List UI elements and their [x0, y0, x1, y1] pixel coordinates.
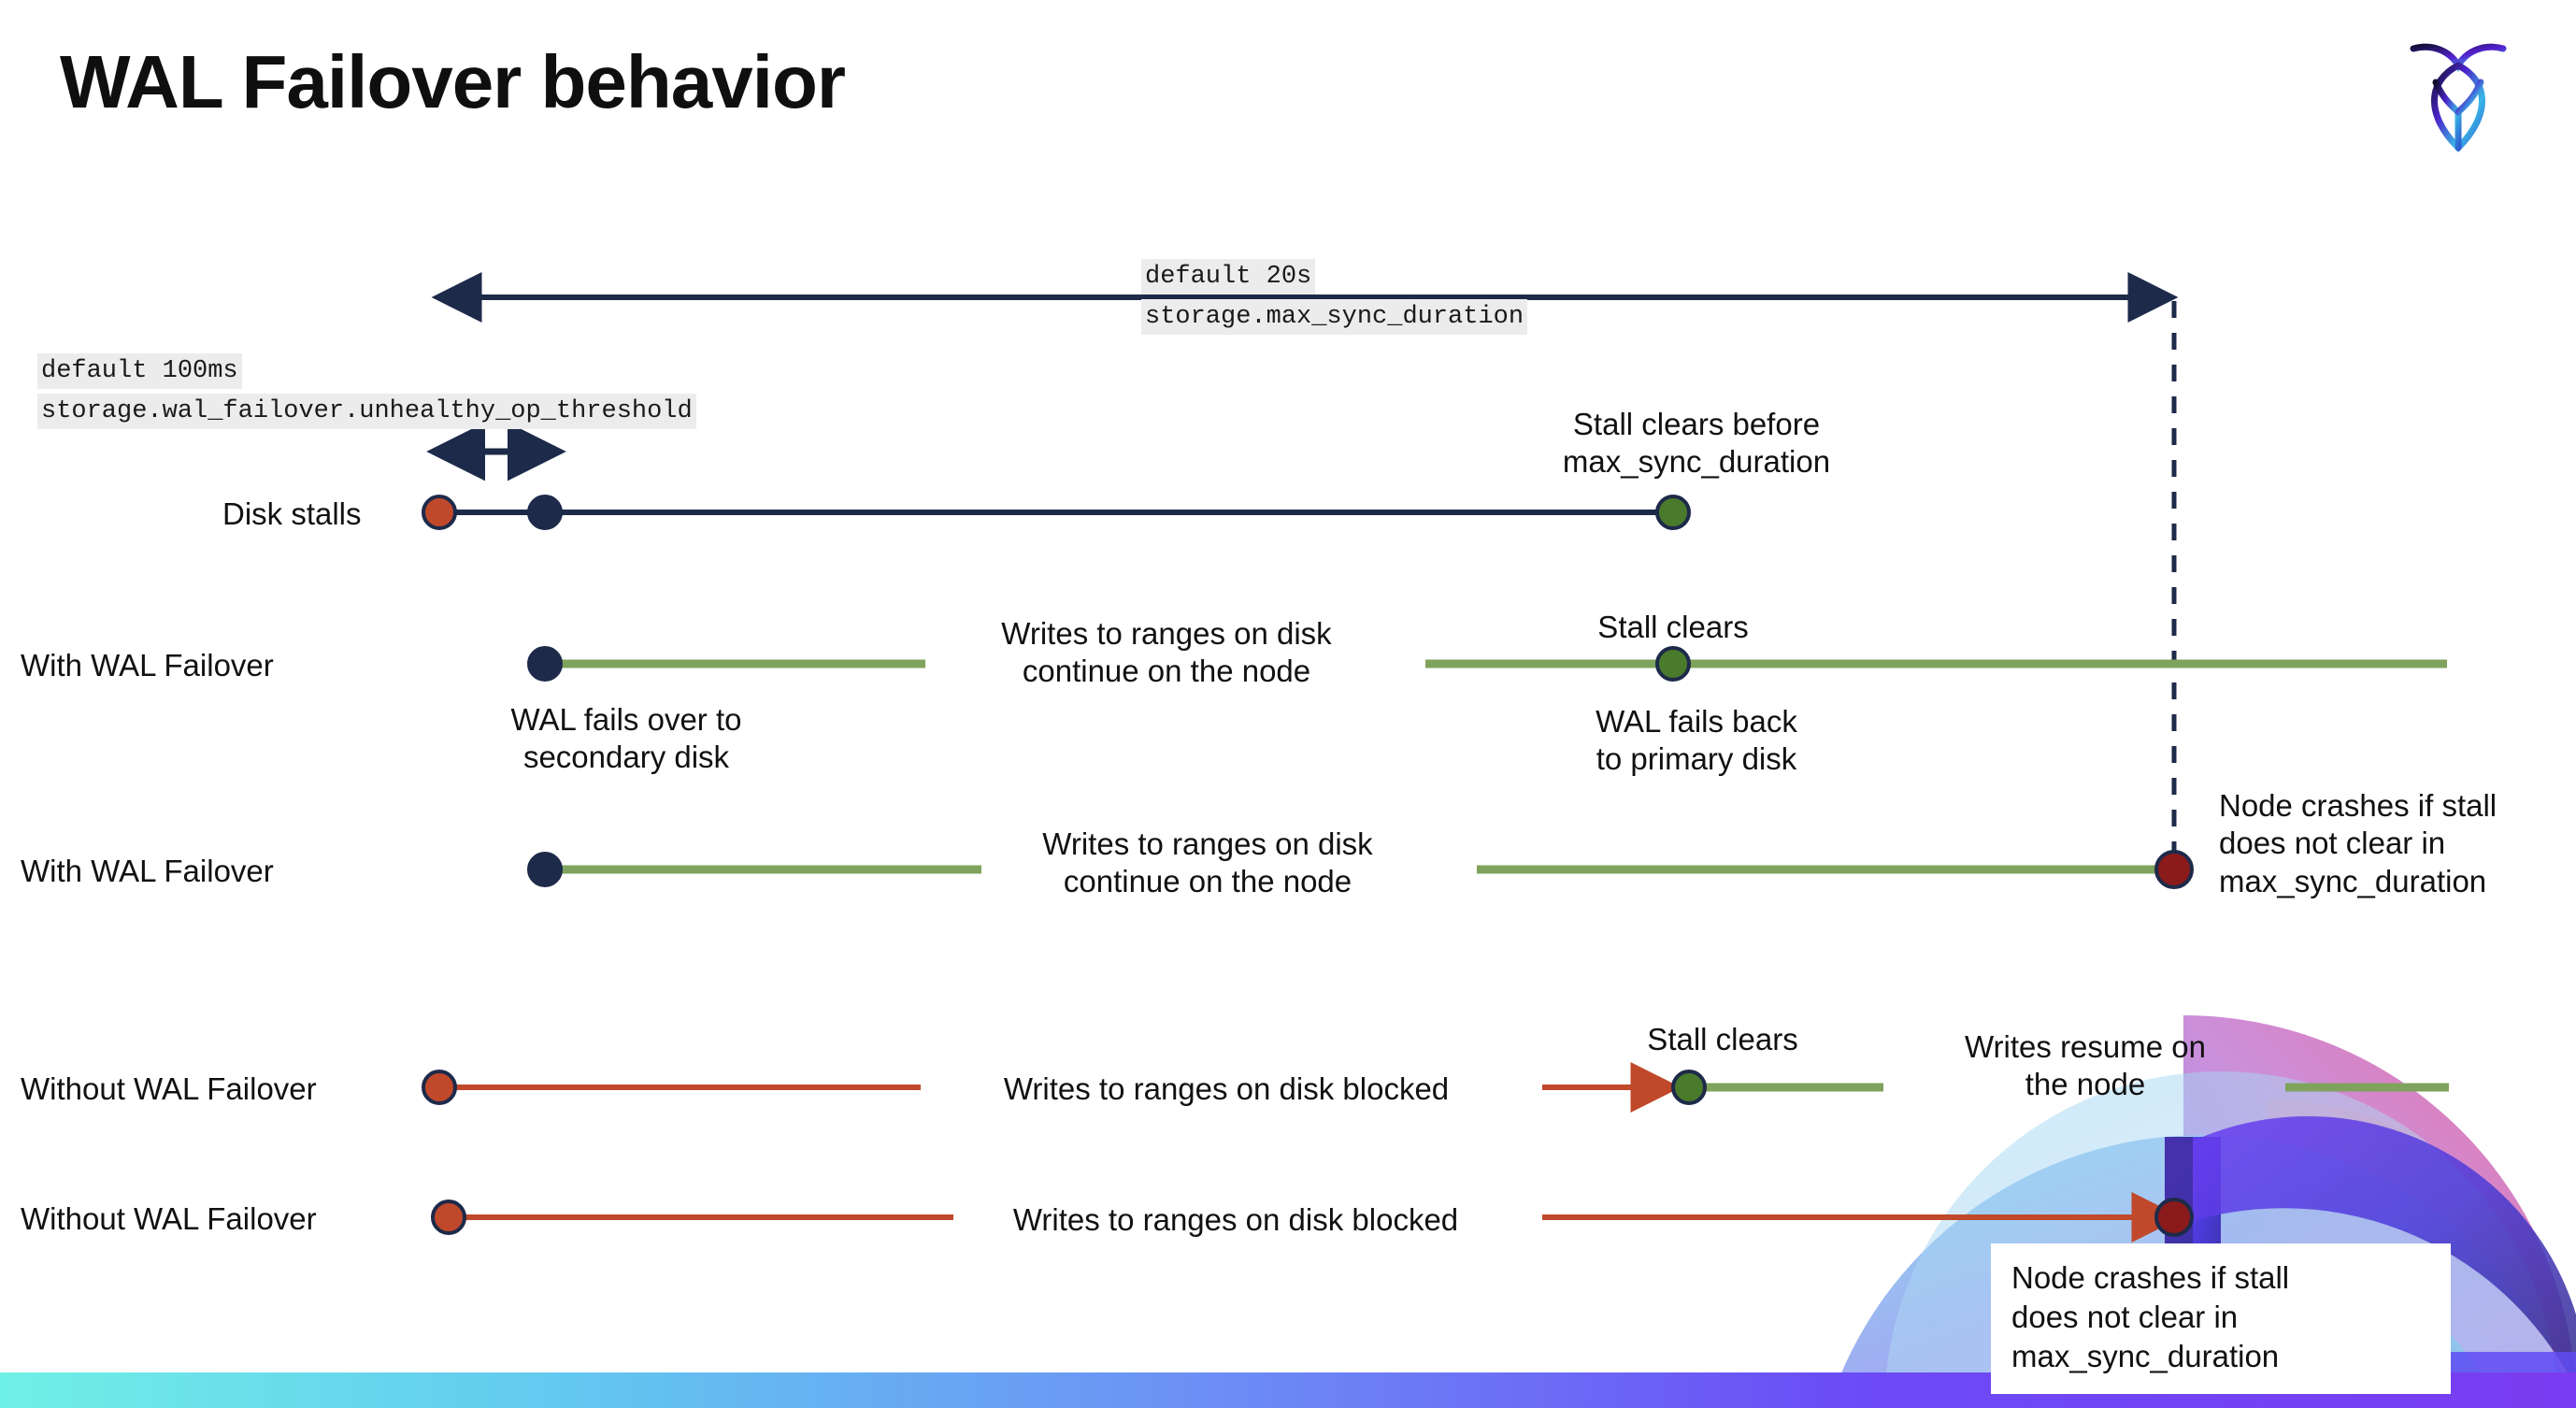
page-title: WAL Failover behavior	[60, 40, 846, 123]
max-sync-setting-label: storage.max_sync_duration	[1141, 299, 1528, 336]
cockroachdb-logo-icon	[2410, 43, 2507, 152]
note-stall-clears-row4: Stall clears	[1647, 1022, 1798, 1056]
note-writes-blocked-1: Writes to ranges on disk blocked	[1003, 1071, 1450, 1106]
row-label-without-wal-failover-1: Without WAL Failover	[21, 1071, 317, 1106]
max-sync-default-label: default 20s	[1141, 259, 1316, 295]
unhealthy-default-label: default 100ms	[37, 353, 242, 390]
note-writes-blocked-2: Writes to ranges on disk blocked	[1012, 1202, 1459, 1237]
note-stall-clears-row2: Stall clears	[1597, 610, 1749, 644]
row-label-disk-stalls: Disk stalls	[222, 496, 362, 531]
row-label-with-wal-failover-2: With WAL Failover	[21, 854, 274, 888]
row-label-with-wal-failover-1: With WAL Failover	[21, 648, 274, 682]
unhealthy-setting-label: storage.wal_failover.unhealthy_op_thresh…	[37, 394, 696, 430]
row-label-without-wal-failover-2: Without WAL Failover	[21, 1201, 317, 1236]
